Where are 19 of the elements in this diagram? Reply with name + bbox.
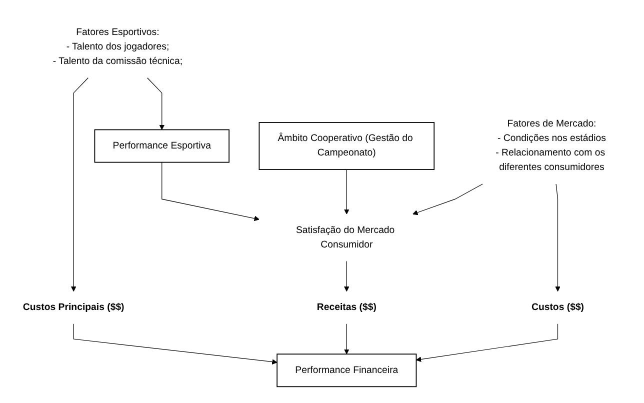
arrow xyxy=(344,324,350,354)
node-text: Custos ($$) xyxy=(531,302,584,312)
node-box: Âmbito Cooperativo (Gestão do Campeonato) xyxy=(258,122,435,170)
arrow xyxy=(147,78,165,130)
arrow xyxy=(162,162,260,222)
node-box: Performance Esportiva xyxy=(94,129,230,163)
arrow xyxy=(344,169,350,214)
arrow xyxy=(344,260,350,292)
node-text: Fatores Esportivos: - Talento dos jogadores; - Talento da comissão técnica; xyxy=(52,27,183,66)
arrow xyxy=(416,324,558,362)
node-text: Fatores de Mercado: - Condições nos estádios - Relacionamento com os diferentes consumidores xyxy=(496,118,606,173)
node-box: Performance Financeira xyxy=(276,354,417,388)
node-text: Receitas ($$) xyxy=(316,302,376,312)
arrow xyxy=(555,184,560,292)
node-text: Satisfação do Mercado Consumidor xyxy=(296,225,395,250)
arrow xyxy=(73,324,278,364)
arrow xyxy=(70,78,88,292)
node-text: Custos Principais ($$) xyxy=(22,302,124,312)
arrow xyxy=(412,184,483,216)
